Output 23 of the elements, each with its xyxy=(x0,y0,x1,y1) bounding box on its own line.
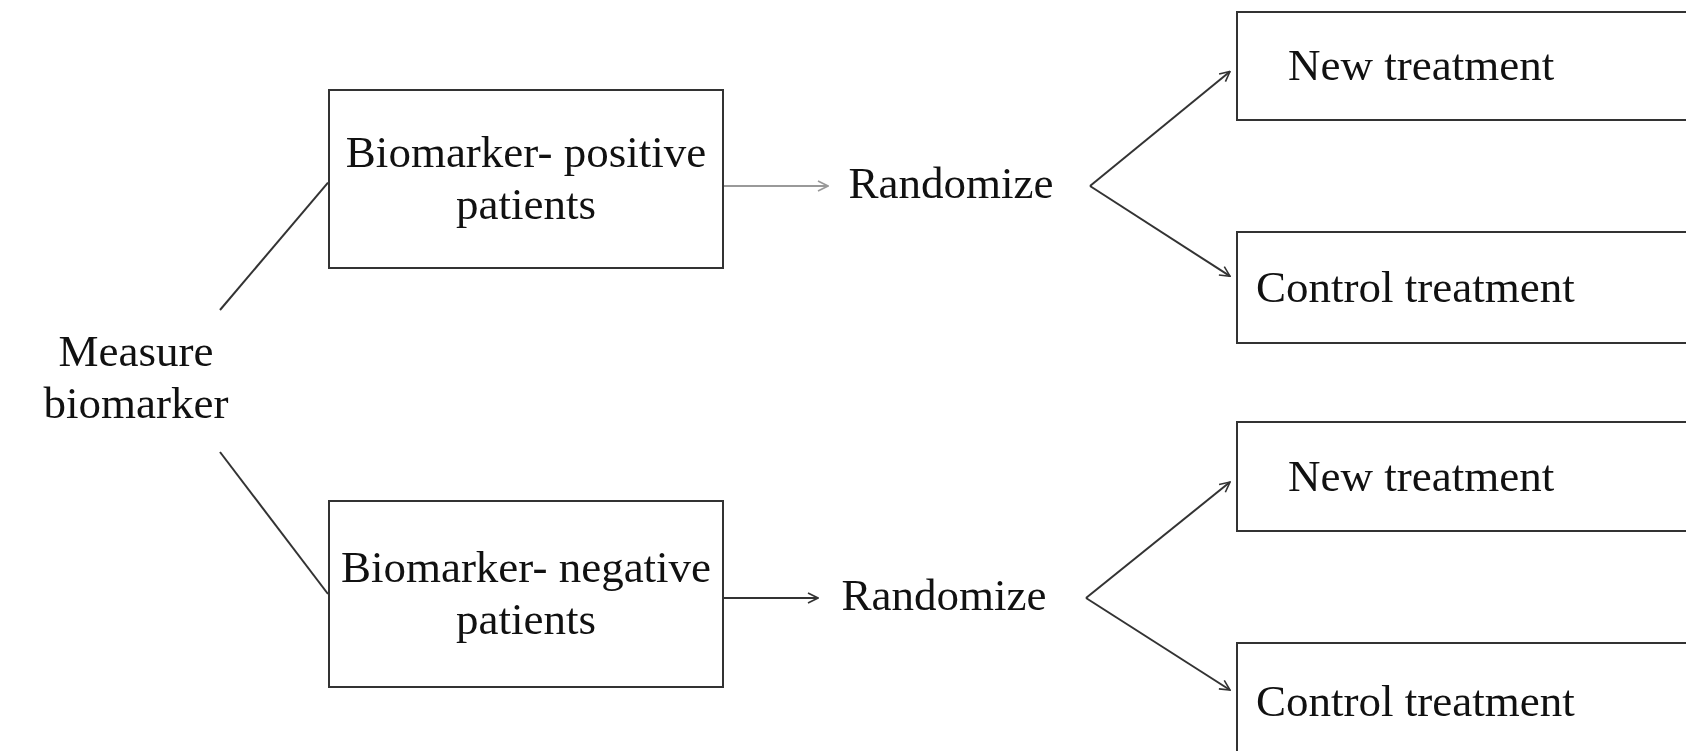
arrow xyxy=(1089,70,1231,187)
box-text: Control treatment xyxy=(1256,261,1575,314)
process-box xyxy=(1236,642,1686,751)
box-text: New treatment xyxy=(1288,40,1555,92)
box-text: Control treatment xyxy=(1256,676,1575,728)
arrow xyxy=(1089,185,1231,278)
process-box xyxy=(1236,421,1686,532)
arrow xyxy=(1085,597,1231,691)
connector-line xyxy=(219,181,329,311)
process-box xyxy=(1236,231,1686,344)
arrow xyxy=(1085,481,1231,599)
step-label: Randomize xyxy=(820,156,1082,212)
process-box xyxy=(328,500,724,688)
step-label: Randomize xyxy=(810,568,1078,624)
process-box xyxy=(328,89,724,269)
arrow xyxy=(723,592,819,604)
arrow xyxy=(723,180,829,192)
box-text: New treatment xyxy=(1288,450,1555,503)
box-text: Biomarker- negative patients xyxy=(339,542,713,646)
process-box xyxy=(1236,11,1686,121)
box-text: Biomarker- positive patients xyxy=(344,127,708,231)
connector-line xyxy=(219,451,329,595)
step-label: Measure biomarker xyxy=(16,318,256,438)
